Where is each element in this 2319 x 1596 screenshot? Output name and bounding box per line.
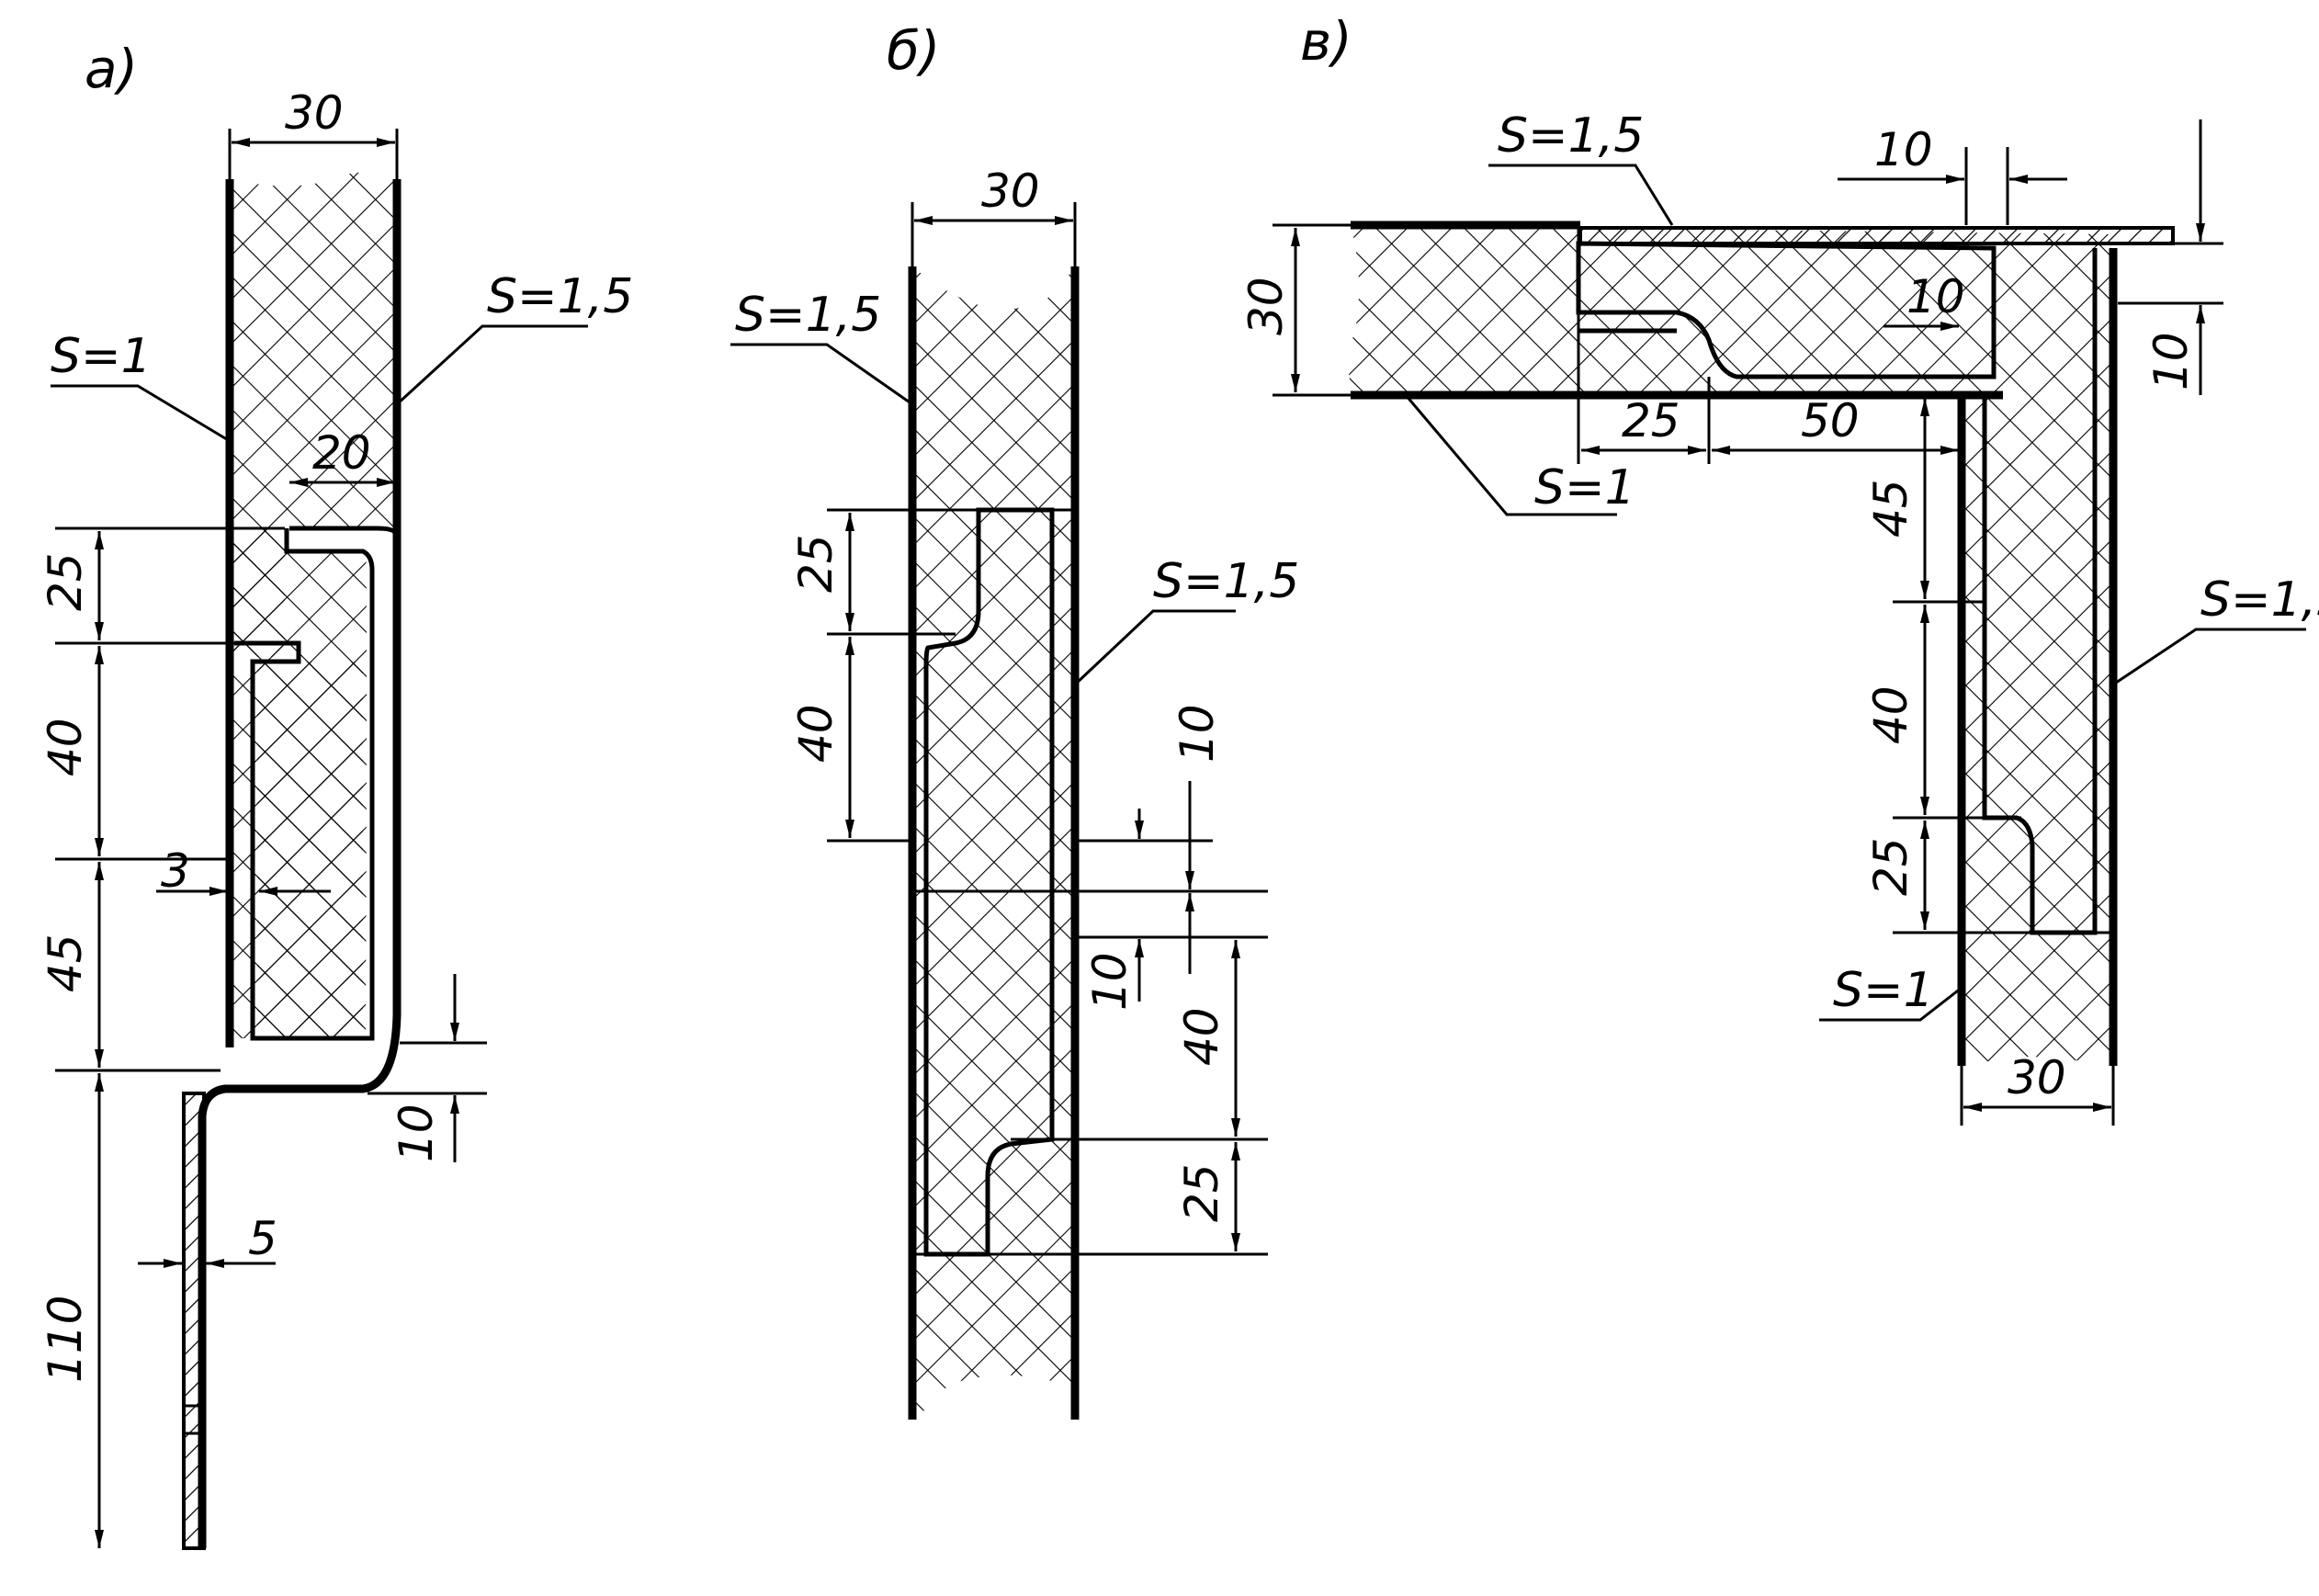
panel-c-label: в)	[1300, 10, 1352, 73]
panel-c-dim-25v: 25	[1864, 837, 1917, 896]
panel-c-leader-right	[2112, 628, 2306, 686]
panel-a-foam-inner	[257, 662, 363, 1038]
panel-a-dim-inset: 20	[312, 426, 371, 480]
panel-c-foam-vertical	[1962, 391, 2113, 1066]
panel-b-dim-25-top: 25	[789, 534, 843, 593]
panel-c-dim-45: 45	[1864, 479, 1917, 538]
panel-c-dim-30-bottom: 30	[2008, 1051, 2066, 1104]
panel-a-label-s1: S=1	[51, 329, 152, 384]
panel-a-foam-lower	[230, 528, 285, 657]
panel-a-dim-3: 3	[161, 844, 190, 898]
panel-b-foam	[912, 266, 1073, 1420]
panel-c-dim-top10: 10	[1874, 123, 1933, 176]
panel-a-dim-40: 40	[39, 718, 92, 776]
panel-c-dim-50: 50	[1801, 394, 1860, 447]
panel-c-label-left: S=1	[1833, 963, 1934, 1018]
panel-a-inner-profile-2	[289, 526, 398, 535]
panel-c-dim-inner10: 10	[1906, 270, 1965, 323]
panel-b-dim-40-top: 40	[789, 704, 843, 763]
panel-a-dim-5: 5	[248, 1212, 277, 1265]
panel-b-dim-25-bottom: 25	[1175, 1163, 1228, 1222]
panel-c-inner-h	[1576, 241, 1997, 379]
panel-c-top-sheet	[1578, 226, 2175, 245]
panel-b-dim-10a: 10	[1171, 704, 1224, 763]
panel-c-dim-25h: 25	[1622, 394, 1680, 447]
panel-b-label-right: S=1,5	[1153, 554, 1299, 609]
panel-c-leader-left	[1819, 986, 1963, 1022]
panel-b-inner-profile	[923, 507, 1055, 1257]
panel-c-dim-30-left: 30	[1239, 277, 1293, 335]
panel-a-inner-profile	[234, 528, 375, 1041]
panel-c-leader-top	[1488, 164, 1674, 226]
panel-b-label-left: S=1,5	[735, 288, 881, 343]
panel-a-dim-25: 25	[39, 552, 92, 611]
panel-c-label-right: S=1,5	[2200, 572, 2319, 628]
panel-a-dim-110: 110	[39, 1296, 92, 1383]
panel-b-dim-40-bottom: 40	[1175, 1007, 1228, 1066]
panel-a-label: а)	[85, 38, 138, 100]
panel-c-leader-bottom	[1404, 394, 1617, 516]
panel-b-label: б)	[887, 19, 940, 82]
panel-b-dim-10b: 10	[1083, 952, 1137, 1011]
panel-a-dim-10: 10	[390, 1104, 443, 1162]
panel-c-dim-right10: 10	[2144, 332, 2198, 391]
panel-a-bottom-strip	[182, 1092, 206, 1550]
panel-c-label-top: S=1,5	[1498, 108, 1644, 164]
panel-b-dim-width: 30	[981, 164, 1040, 218]
panel-c-dim-40: 40	[1864, 685, 1917, 744]
panel-c-label-bottom: S=1	[1534, 460, 1635, 515]
panel-a: а) 30 20 25 40	[39, 38, 633, 1550]
panel-a-sheet-s15	[198, 179, 402, 1548]
panel-b-leader-left	[730, 343, 913, 406]
panel-a-label-s15: S=1,5	[487, 269, 633, 324]
panel-a-dim-45: 45	[39, 934, 92, 992]
panel-a-leader-s1	[51, 384, 231, 443]
panel-a-dim-width: 30	[285, 86, 344, 140]
panel-b-leader-right	[1073, 609, 1236, 686]
panel-c-foam-horizontal	[1348, 225, 2113, 395]
panel-a-leader-s15	[395, 324, 588, 406]
panel-b: б) 30 25 40 10 10	[730, 19, 1299, 1420]
panel-c: в) 30 10 10	[1239, 10, 2319, 1126]
